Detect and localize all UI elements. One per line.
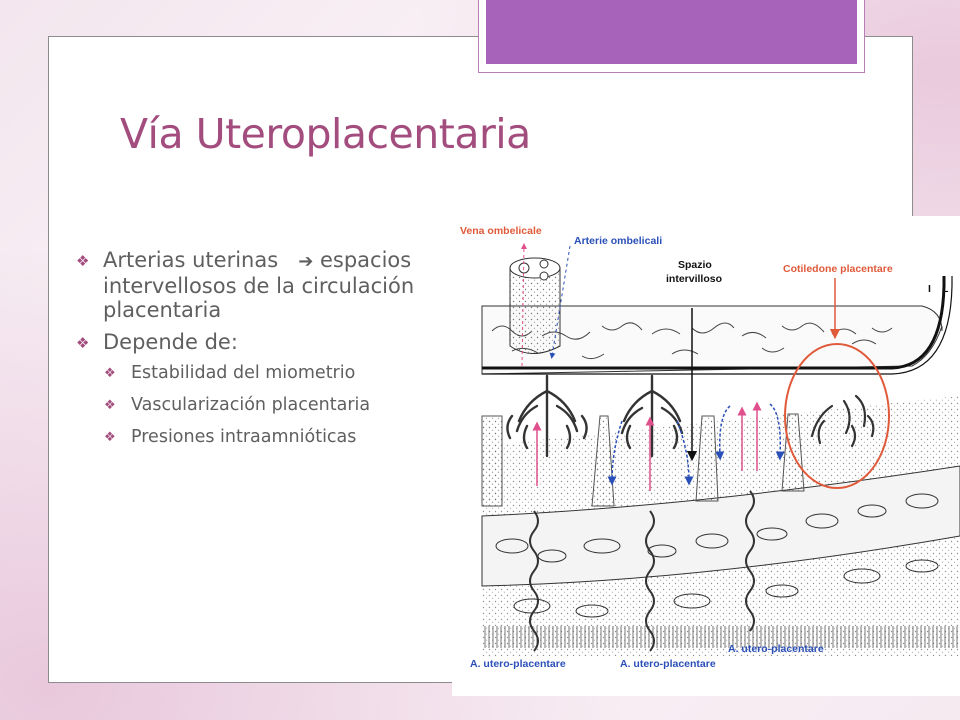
label-cotiledone: Cotiledone placentare — [783, 263, 893, 275]
bullet-list: ❖ Arterias uterinas ➔ espacios intervell… — [76, 248, 426, 458]
spiral-artery — [745, 490, 755, 632]
diamond-bullet-icon: ❖ — [76, 252, 90, 270]
diamond-bullet-icon: ❖ — [104, 398, 116, 413]
umbilical-artery-section — [539, 271, 549, 281]
vein-flow-arrow — [520, 243, 527, 367]
bottom-hatch-band — [482, 626, 960, 648]
arrow-right-icon: ➔ — [298, 251, 314, 272]
sub-bullet-text: Vascularización placentaria — [131, 395, 371, 415]
label-i: I — [928, 283, 931, 295]
umbilical-artery-section — [539, 259, 549, 269]
plate-line-inner — [482, 276, 953, 375]
header-tab — [486, 0, 857, 64]
sub-bullet-item: ❖ Presiones intraamnióticas — [76, 426, 426, 448]
umbilical-cord-top — [509, 257, 561, 279]
villous-tree — [506, 374, 588, 458]
sub-bullet-item: ❖ Vascularización placentaria — [76, 394, 426, 416]
placenta-illustration: Vena ombelicale Arterie ombelicali Spazi… — [452, 216, 960, 696]
label-utero-placentare: A. utero-placentare — [470, 658, 566, 670]
cotyledon-highlight-circle — [784, 343, 890, 489]
label-intervilloso: intervilloso — [666, 273, 722, 285]
myometrium-band — [481, 465, 960, 587]
sub-bullet-text: Estabilidad del miometrio — [131, 363, 356, 383]
sub-bullet-text: Presiones intraamnióticas — [131, 427, 357, 447]
villous-tree — [810, 394, 875, 448]
diamond-bullet-icon: ❖ — [104, 366, 116, 381]
placental-septum — [695, 415, 719, 502]
artery-flow-arrow — [549, 245, 571, 359]
chorionic-plate — [481, 305, 943, 375]
label-utero-placentare: A. utero-placentare — [620, 658, 716, 670]
label-arterie-ombelicali: Arterie ombelicali — [574, 235, 662, 247]
bullet-text: Arterias uterinas — [103, 248, 279, 272]
myometrium-cells — [495, 493, 939, 618]
bullet-text-continued: espacios intervellosos de la circulación… — [103, 248, 415, 322]
slide-title: Vía Uteroplacentaria — [120, 110, 531, 158]
sub-bullet-item: ❖ Estabilidad del miometrio — [76, 362, 426, 384]
label-spazio: Spazio — [678, 259, 712, 271]
bullet-item: ❖ Depende de: — [76, 330, 426, 354]
diamond-bullet-icon: ❖ — [76, 334, 90, 352]
diamond-bullet-icon: ❖ — [104, 430, 116, 445]
label-utero-placentare: A. utero-placentare — [728, 643, 824, 655]
bullet-item: ❖ Arterias uterinas ➔ espacios intervell… — [76, 248, 426, 322]
placental-septum — [481, 415, 503, 507]
bullet-text: Depende de: — [103, 330, 238, 354]
umbilical-cord — [509, 267, 561, 354]
intervillous-flow-arrows — [532, 401, 785, 491]
label-vena-ombelicale: Vena ombelicale — [460, 225, 542, 237]
spiral-artery — [529, 510, 539, 652]
spiral-artery — [645, 510, 655, 652]
label-l: L — [942, 283, 949, 295]
placenta-diagram: Vena ombelicale Arterie ombelicali Spazi… — [460, 225, 960, 670]
plate-line — [482, 276, 946, 370]
